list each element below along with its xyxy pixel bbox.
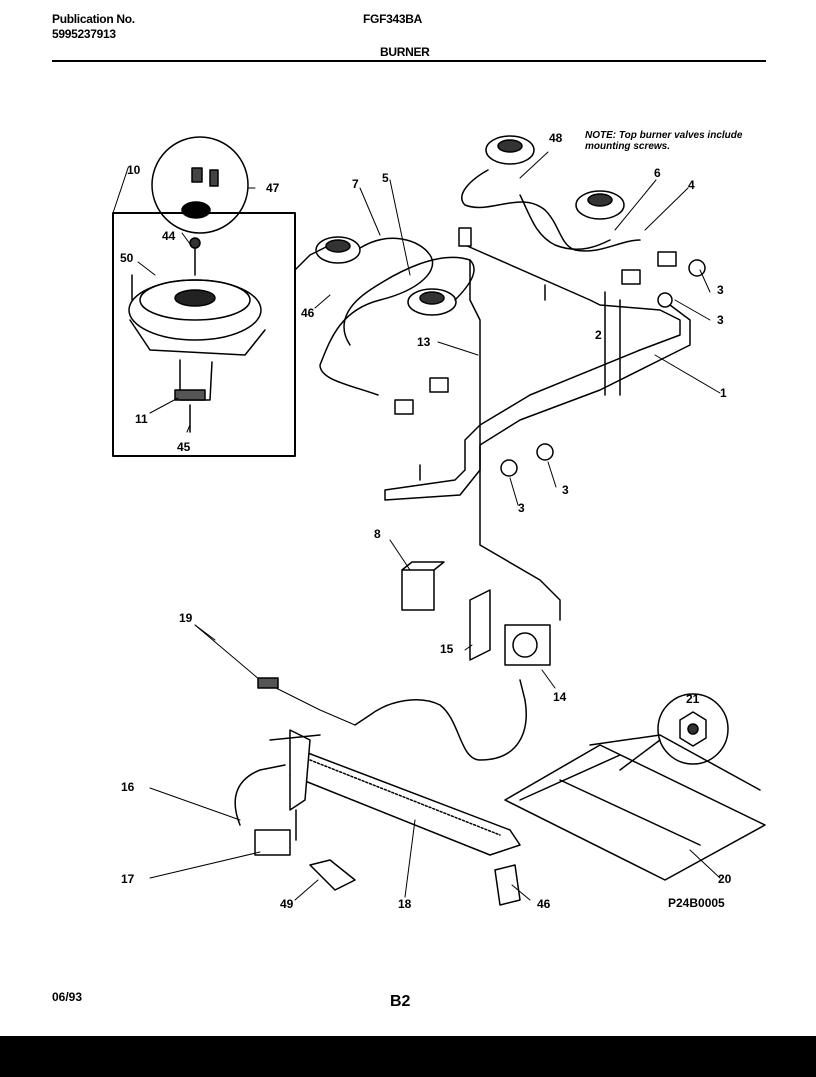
surface-burner-4: [575, 190, 625, 220]
valve-front-left: [394, 399, 414, 415]
oven-burner-tube: [354, 679, 527, 761]
publication-number: 5995237913: [52, 27, 116, 41]
magnifier-circle: [151, 136, 249, 234]
callout-5: 5: [382, 171, 389, 185]
pilot-bracket: [254, 829, 291, 856]
callout-47: 47: [266, 181, 280, 195]
callout-1: 1: [720, 386, 727, 400]
callout-7: 7: [352, 177, 359, 191]
callout-3a: 3: [717, 283, 724, 297]
valve-front-right: [621, 269, 641, 285]
surface-burner-3: [485, 135, 535, 165]
gas-manifold: [384, 234, 691, 501]
surface-burner-2: [407, 288, 457, 316]
callout-18: 18: [398, 897, 412, 911]
callout-10: 10: [127, 163, 141, 177]
callout-3c: 3: [562, 483, 569, 497]
publication-label: Publication No.: [52, 12, 135, 26]
callout-50: 50: [120, 251, 134, 265]
knob-stem-1: [500, 459, 518, 477]
callout-3b: 3: [717, 313, 724, 327]
regulator-bracket: [469, 589, 491, 661]
footer-page: B2: [390, 993, 411, 1010]
callout-45: 45: [177, 440, 191, 454]
scan-border-bottom: [0, 1036, 816, 1077]
callout-8: 8: [374, 527, 381, 541]
nut-magnifier: [657, 693, 729, 765]
part-8: [401, 569, 435, 611]
callout-6: 6: [654, 166, 661, 180]
model-number: FGF343BA: [363, 12, 422, 26]
callout-4: 4: [688, 178, 695, 192]
callout-20: 20: [718, 872, 732, 886]
oven-supply-tube: [469, 259, 561, 621]
tube-16: [234, 764, 286, 826]
callout-17: 17: [121, 872, 135, 886]
heat-baffle: [504, 744, 766, 881]
section-title: BURNER: [380, 45, 430, 59]
header-rule: [52, 60, 766, 62]
valve-rear-left: [429, 377, 449, 393]
callout-48: 48: [549, 131, 563, 145]
callout-49: 49: [280, 897, 294, 911]
bracket-46-bottom: [494, 864, 521, 906]
callout-14: 14: [553, 690, 567, 704]
note-text: NOTE: Top burner valves include mounting…: [585, 130, 743, 152]
callout-46-bottom: 46: [537, 897, 551, 911]
callout-46: 46: [301, 306, 315, 320]
callout-2: 2: [595, 328, 602, 342]
callout-19: 19: [179, 611, 193, 625]
screw-top: [191, 167, 203, 183]
callout-13: 13: [417, 335, 431, 349]
callout-16: 16: [121, 780, 135, 794]
burner-cap: [181, 201, 211, 219]
callout-44: 44: [162, 229, 176, 243]
callout-15: 15: [440, 642, 454, 656]
callout-11: 11: [135, 412, 148, 426]
bracket-49: [309, 859, 356, 891]
valve-rear-right: [657, 251, 677, 267]
gas-regulator: [504, 624, 551, 666]
callout-3d: 3: [518, 501, 525, 515]
drawing-code: P24B0005: [668, 896, 725, 910]
footer-date: 06/93: [52, 990, 83, 1004]
callout-21: 21: [686, 692, 700, 706]
surface-burner-1: [315, 236, 361, 264]
burner-tube-7: [319, 237, 434, 396]
